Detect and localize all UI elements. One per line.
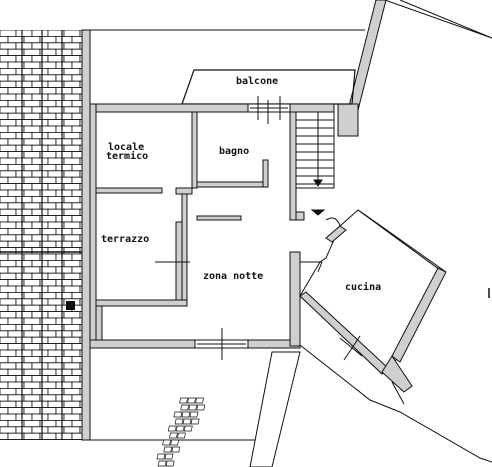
wall-stub-ne: [337, 103, 359, 137]
walls: [89, 103, 335, 349]
windows: [155, 96, 291, 360]
site-lines: [90, 0, 492, 463]
label-locale-termico: locale termico: [106, 142, 150, 162]
label-zona-notte: zona notte: [203, 271, 263, 282]
roof-hatch-mark: [66, 301, 75, 310]
lower-roof-strip: [249, 351, 301, 467]
roof-edge: [81, 29, 91, 441]
label-terrazzo: terrazzo: [101, 234, 149, 245]
label-balcone: balcone: [236, 76, 278, 87]
kitchen-door-swing: [325, 217, 341, 227]
lower-roof-tiles: [156, 397, 206, 467]
roof-tiles: [0, 30, 82, 440]
label-bagno: bagno: [219, 146, 249, 157]
staircase: [295, 111, 335, 216]
kitchen: [299, 209, 447, 405]
label-cucina: cucina: [345, 281, 381, 293]
